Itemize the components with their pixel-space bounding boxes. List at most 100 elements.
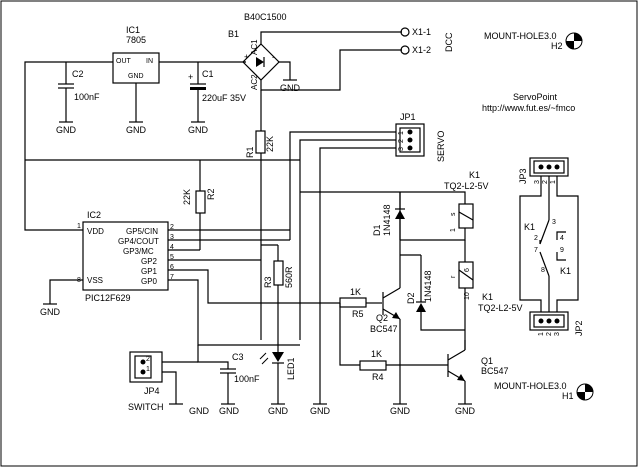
gnd-q2: GND <box>390 403 411 416</box>
ic2-pin6-wire <box>168 269 340 304</box>
q2-value: BC547 <box>370 324 398 334</box>
title-name: ServoPoint <box>513 92 558 102</box>
r2-ref: R2 <box>206 188 216 200</box>
mount-hole-h2: MOUNT-HOLE3.0 H2 <box>484 31 583 51</box>
h2-label: MOUNT-HOLE3.0 <box>484 31 557 41</box>
c3-value: 100nF <box>234 374 260 384</box>
r1-resistor: R1 22K <box>245 90 275 340</box>
gnd-c2-label: GND <box>56 125 77 135</box>
ic2-pin7: 7 <box>170 274 174 281</box>
ic2-pin7-wire <box>168 279 300 346</box>
b1-ac1-wire <box>260 31 402 44</box>
r1-ref: R1 <box>245 146 255 158</box>
ic2-pin8-wire <box>49 279 83 304</box>
ic2-pin3: 3 <box>170 234 174 241</box>
r2-value: 22K <box>182 189 192 205</box>
d2-ref: D2 <box>406 292 416 304</box>
gnd-led-label: GND <box>268 406 289 416</box>
ic2-microcontroller: IC2 PIC12F629 VDD VSS 1 8 GP5/CIN GP4/CO… <box>77 210 174 303</box>
ic1-ref: IC1 <box>126 25 140 35</box>
b1-plus: + <box>244 52 249 62</box>
k1-bot-pin-r: r <box>450 275 457 278</box>
ic2-gp0: GP0 <box>141 277 158 286</box>
jp4-pin1-wire <box>162 371 177 404</box>
gnd-c3: GND <box>219 403 240 416</box>
k1-bot-value: TQ2-L2-5V <box>478 303 523 313</box>
d1-ref: D1 <box>372 224 382 236</box>
b1-ac2: AC2 <box>250 74 259 90</box>
ic2-value: PIC12F629 <box>85 293 131 303</box>
rail-5v <box>24 61 113 231</box>
k1-contacts-lower: K1 7 8 9 <box>534 247 571 277</box>
ic2-pin2: 2 <box>170 224 174 231</box>
jp4-pin2: 2 <box>146 356 150 363</box>
gnd-ic2-label: GND <box>40 307 61 317</box>
k1-lower-pin9: 9 <box>560 247 564 254</box>
k1-upper-pin2: 2 <box>534 235 538 242</box>
jp4-ref: JP4 <box>144 386 160 396</box>
gnd-jp4: GND <box>169 403 210 416</box>
gnd-ic2: GND <box>40 303 61 317</box>
jp4-pin1: 1 <box>146 366 150 373</box>
ic1-pin-out: OUT <box>116 58 132 65</box>
c1-capacitor: + C1 220uF 35V <box>188 69 246 122</box>
ic2-pin1: 1 <box>77 223 81 230</box>
jp3-ref: JP3 <box>518 168 528 184</box>
ic1-pin-in: IN <box>146 58 153 65</box>
jp1-pin3-wire <box>319 147 396 404</box>
ic2-gp1: GP1 <box>141 267 158 276</box>
ic1-value: 7805 <box>126 35 146 45</box>
gnd-servo-label: GND <box>310 406 331 416</box>
gnd-servo: GND <box>310 403 331 416</box>
ic2-pin6: 6 <box>170 264 174 271</box>
ic2-gp3: GP3/MC <box>123 247 154 256</box>
k1-top-pin-s: s <box>450 212 457 216</box>
gnd-c3-label: GND <box>219 406 240 416</box>
gnd-c1: GND <box>188 121 209 135</box>
k1-bot-pin-6: 6 <box>464 268 471 272</box>
x1-label: DCC <box>444 32 454 52</box>
gnd-c1-label: GND <box>188 125 209 135</box>
ic2-gp2: GP2 <box>141 257 158 266</box>
jp2-ref: JP2 <box>574 320 584 336</box>
ic2-ref: IC2 <box>87 210 101 220</box>
jp2-connector: JP2 1 2 3 <box>529 311 584 336</box>
d2-diode: D2 1N4148 <box>400 254 465 331</box>
gnd-jp4-label: GND <box>189 406 210 416</box>
jp2-pin2: 2 <box>546 332 553 336</box>
d1-diode: D1 1N4148 <box>372 192 405 240</box>
c3-capacitor: C3 100nF <box>220 352 260 404</box>
x1-dcc-connector: X1-1 X1-2 DCC <box>400 27 454 55</box>
gnd-b1: GND <box>280 79 301 93</box>
r5-value: 1K <box>350 287 361 297</box>
jp4-switch-connector: 2 1 JP4 SWITCH <box>128 351 164 412</box>
k1-upper-pin3: 3 <box>552 219 556 226</box>
c2-value: 100nF <box>74 92 100 102</box>
gnd-ic1: GND <box>126 121 147 135</box>
b1-minus: - <box>272 52 275 62</box>
coil-supply-wire <box>300 191 466 204</box>
gnd-q2-label: GND <box>390 406 411 416</box>
d2-value: 1N4148 <box>423 270 433 302</box>
d1-value: 1N4148 <box>382 204 392 236</box>
gnd-q1: GND <box>455 403 476 416</box>
q1-value: BC547 <box>481 366 509 376</box>
jp2-pin1: 1 <box>538 332 545 336</box>
b1-value: B40C1500 <box>244 12 287 22</box>
led1-ref: LED1 <box>286 357 296 380</box>
k1-lower-pin8: 8 <box>541 267 545 274</box>
contact-wiring <box>519 176 579 312</box>
ic2-gp4: GP4/COUT <box>118 237 159 246</box>
h2-ref: H2 <box>551 41 563 51</box>
jp1-label: SERVO <box>436 131 446 162</box>
b1-ac2-wire <box>260 49 402 91</box>
r5-ref: R5 <box>352 309 364 319</box>
k1-bot-pin-10: 10 <box>464 292 471 300</box>
c1-ref: C1 <box>202 69 214 79</box>
k1-top-ref: K1 <box>469 170 480 180</box>
jp2-pin3: 3 <box>554 332 561 336</box>
title-url: http://www.fut.es/~fmco <box>482 103 575 113</box>
b1-ref: B1 <box>228 29 239 39</box>
